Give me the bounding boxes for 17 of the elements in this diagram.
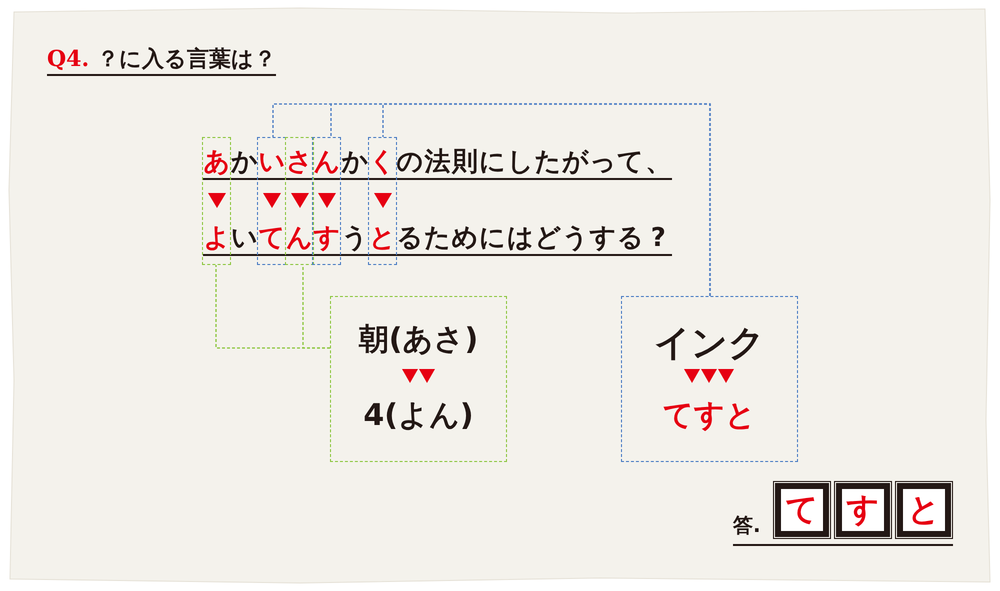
converted-word: 4(よん) bbox=[362, 397, 475, 435]
answer-box: て bbox=[775, 483, 829, 537]
answer-label: 答. bbox=[733, 512, 761, 539]
answer-box: す bbox=[836, 483, 890, 537]
dashed-highlight-box bbox=[202, 137, 231, 265]
answer-box: と bbox=[897, 483, 951, 537]
dashed-box bbox=[330, 296, 507, 462]
converted-word: てすと bbox=[662, 397, 757, 435]
question-title: Q4. ？に入る言葉は？ bbox=[47, 44, 276, 76]
dashed-box bbox=[621, 296, 798, 462]
source-word: 朝(あさ) bbox=[358, 321, 480, 359]
dashed-highlight-box bbox=[284, 137, 314, 265]
connector-line bbox=[302, 265, 330, 349]
source-word: インク bbox=[653, 322, 766, 366]
dashed-highlight-box bbox=[368, 137, 397, 265]
dashed-highlight-box bbox=[312, 137, 342, 265]
dashed-highlight-box bbox=[257, 137, 286, 265]
